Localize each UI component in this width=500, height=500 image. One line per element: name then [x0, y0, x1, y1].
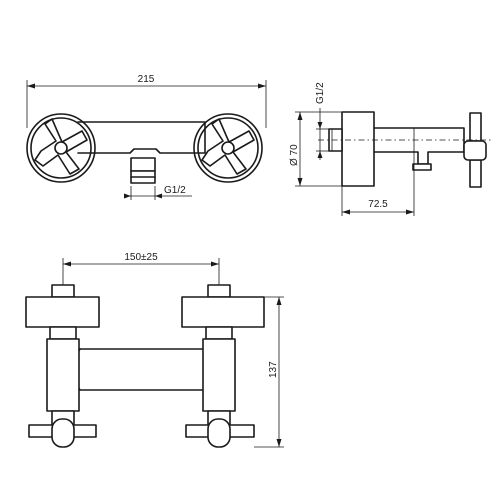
right-handle	[193, 113, 263, 183]
side-view: G1/2 Ø 70 72.5	[289, 82, 492, 216]
dimension-overall-width: 215	[26, 74, 267, 128]
dimension-label-overall-width: 215	[138, 74, 155, 85]
dimension-depth: 72.5	[341, 152, 415, 216]
dimension-label-handle-diameter: Ø 70	[289, 144, 300, 166]
right-valve	[181, 284, 265, 448]
top-view: 150±25	[25, 252, 284, 448]
outlet-nut	[130, 157, 156, 184]
dimension-side-thread: G1/2	[315, 82, 329, 160]
wall-flange	[341, 111, 375, 187]
dimension-label-outlet-thread: G1/2	[164, 185, 186, 196]
side-barrel	[373, 127, 465, 165]
mixer-body	[77, 121, 206, 154]
top-body	[73, 348, 213, 391]
side-outlet-nut	[412, 163, 432, 171]
dimension-label-side-thread: G1/2	[315, 82, 326, 104]
dimension-label-depth: 72.5	[368, 199, 388, 210]
dimension-outlet-thread: G1/2	[124, 185, 192, 200]
side-handle	[463, 112, 487, 188]
dimension-handle-diameter: Ø 70	[289, 111, 342, 187]
dimension-label-centre-distance: 150±25	[124, 252, 158, 263]
left-handle	[26, 113, 96, 183]
front-view: 215 G1/	[26, 74, 267, 200]
dimension-centre-distance: 150±25	[62, 252, 220, 286]
dimension-label-height: 137	[268, 361, 279, 378]
dimension-height: 137	[254, 296, 284, 448]
left-valve	[25, 284, 100, 448]
